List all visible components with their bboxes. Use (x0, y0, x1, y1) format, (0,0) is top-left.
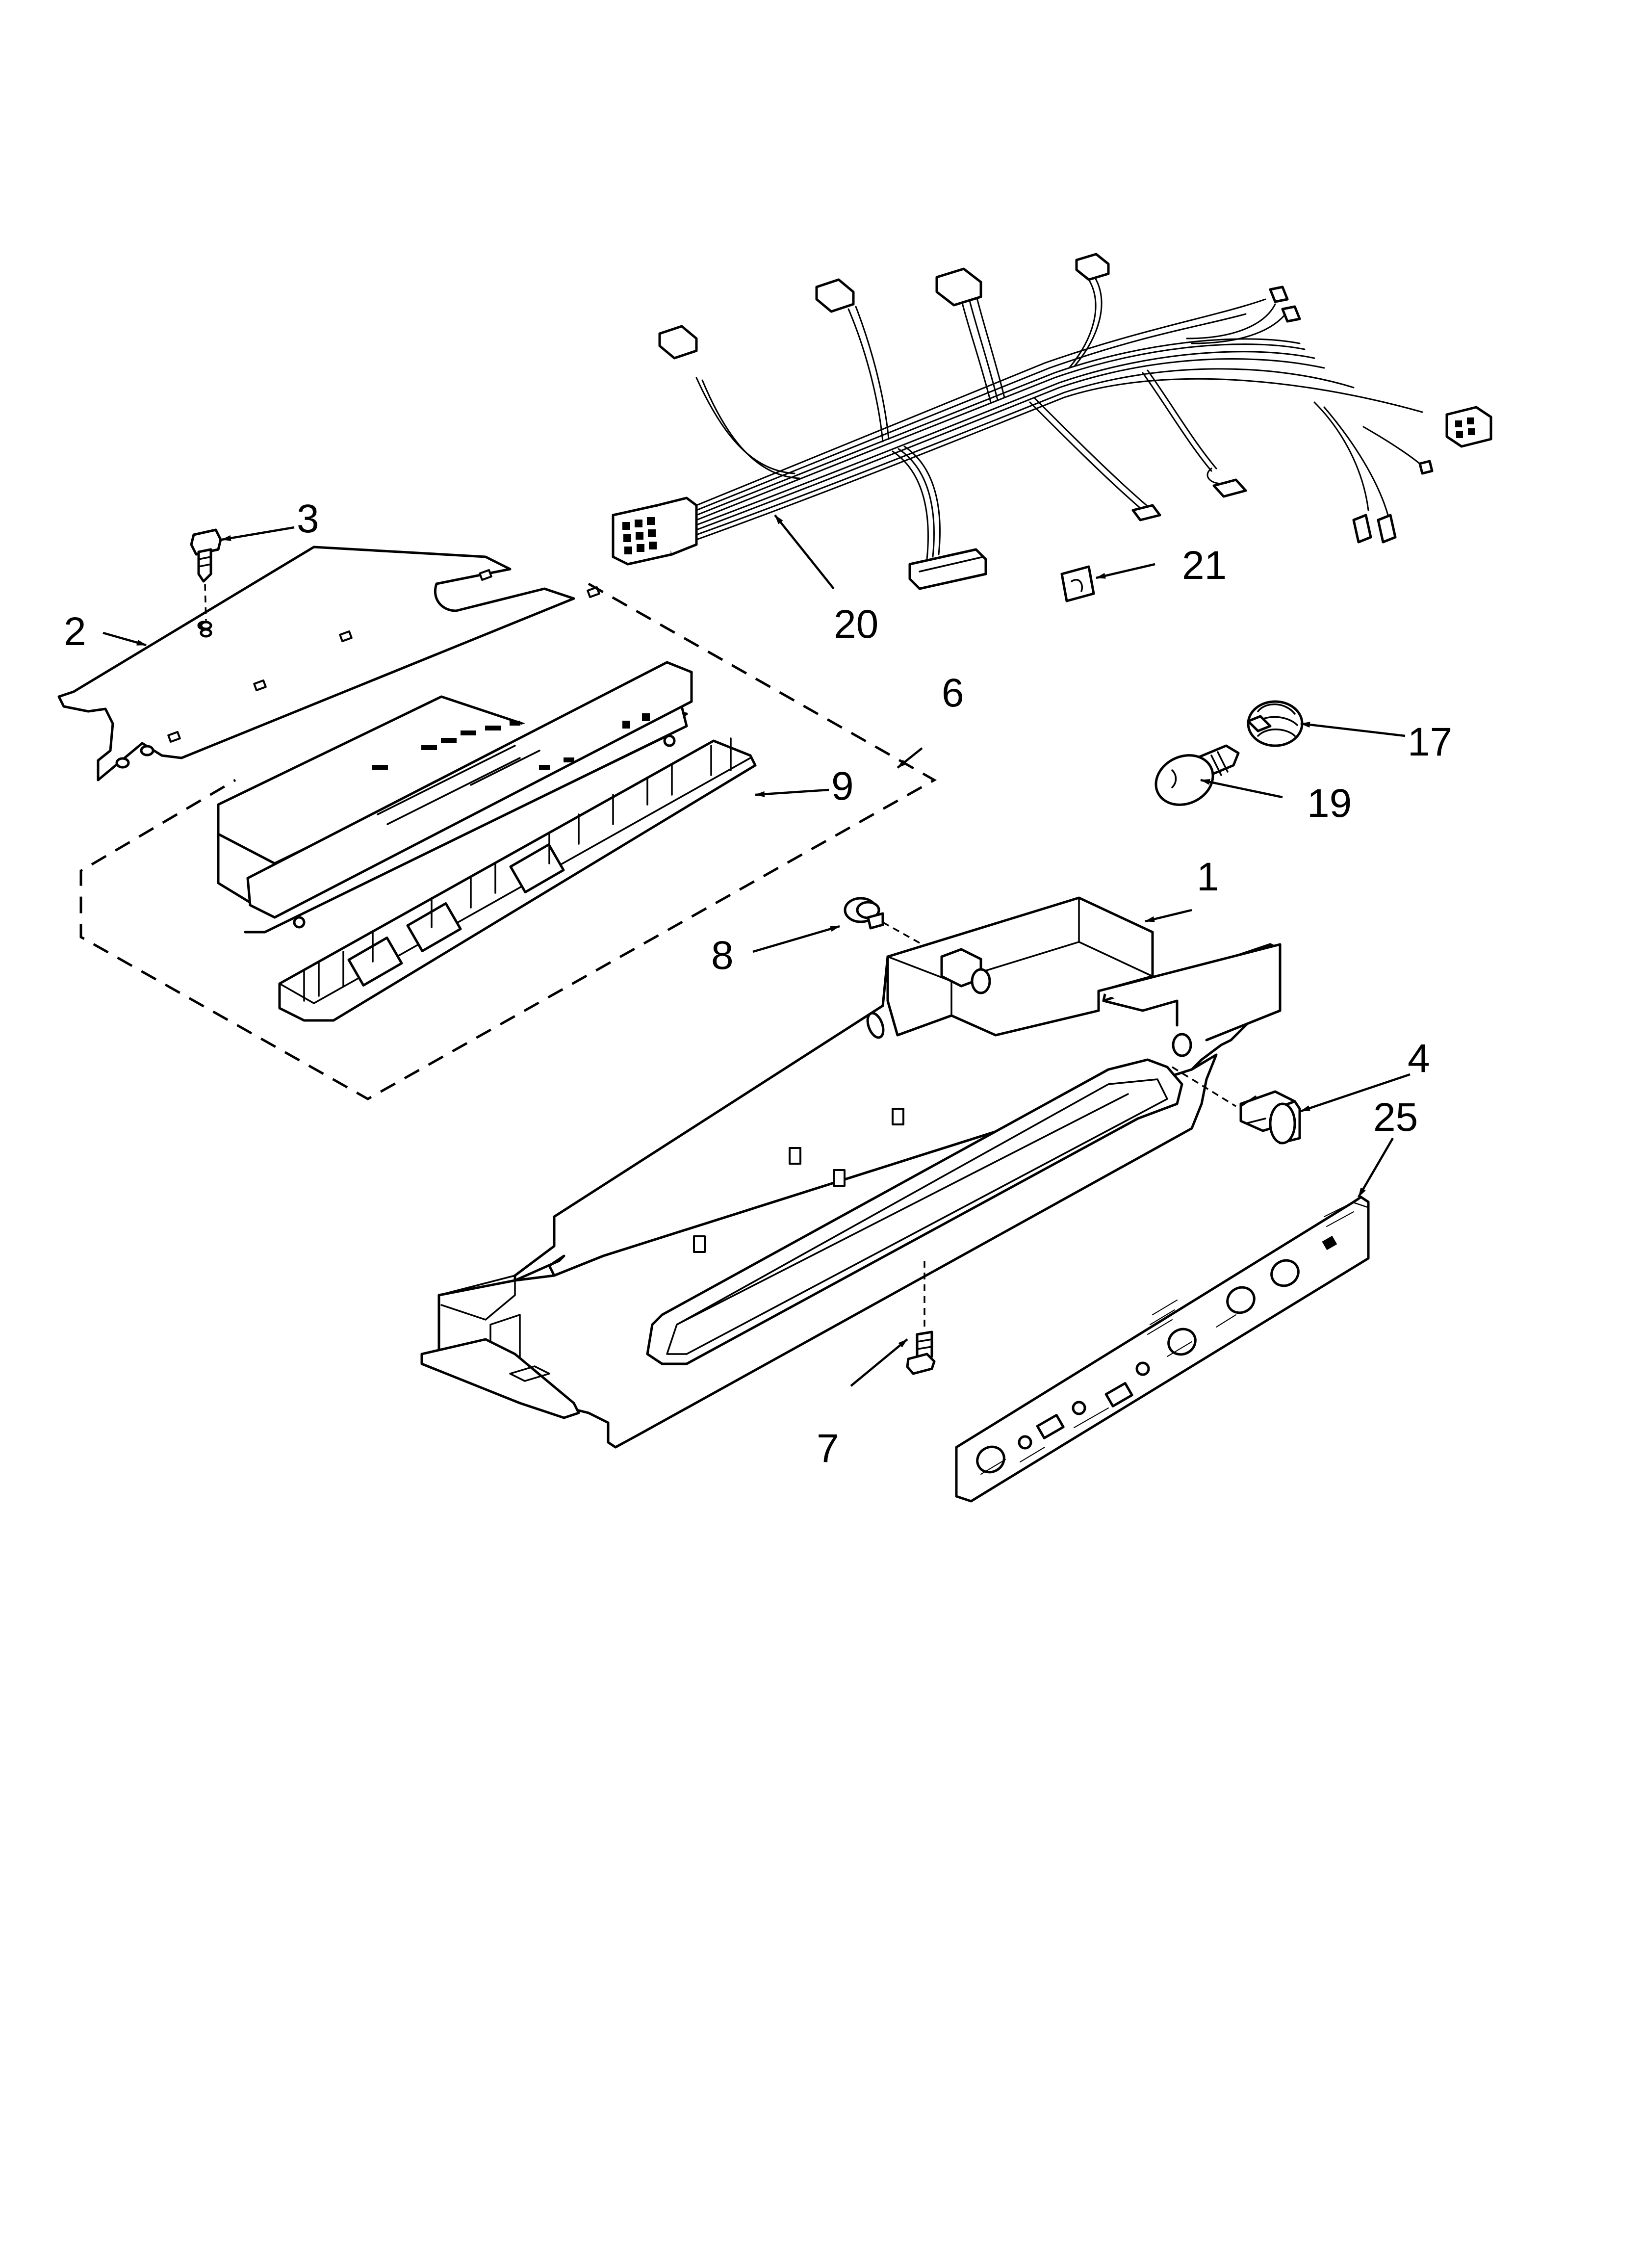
callout-9: 9 (831, 764, 854, 808)
screw-7 (906, 1261, 936, 1375)
callout-1: 1 (1197, 855, 1219, 899)
callout-8: 8 (711, 933, 734, 978)
callout-20: 20 (834, 602, 878, 647)
callout-17: 17 (1408, 720, 1452, 764)
control-housing (420, 896, 1282, 1449)
light-socket (1239, 1090, 1301, 1145)
lamp-holder (1247, 700, 1304, 747)
callout-7: 7 (817, 1426, 839, 1471)
leader-lines (103, 514, 1411, 1387)
callout-21: 21 (1182, 543, 1227, 588)
callout-labels: 1 2 3 4 6 7 8 9 17 19 20 21 25 (64, 496, 1452, 1471)
callout-4: 4 (1408, 1036, 1430, 1081)
callout-25: 25 (1373, 1095, 1418, 1140)
callout-19: 19 (1307, 781, 1352, 826)
control-overlay (955, 1196, 1370, 1503)
kit-outline (79, 582, 937, 1100)
callout-2: 2 (64, 609, 86, 654)
shield-plate (57, 546, 600, 782)
callout-3: 3 (297, 496, 319, 541)
wire-clip (1060, 565, 1095, 602)
grommet (844, 897, 1006, 992)
screw-3 (190, 528, 222, 630)
light-bulb (1155, 744, 1240, 806)
wire-harness (612, 253, 1492, 590)
control-board (217, 661, 757, 1022)
callout-6: 6 (942, 671, 964, 715)
